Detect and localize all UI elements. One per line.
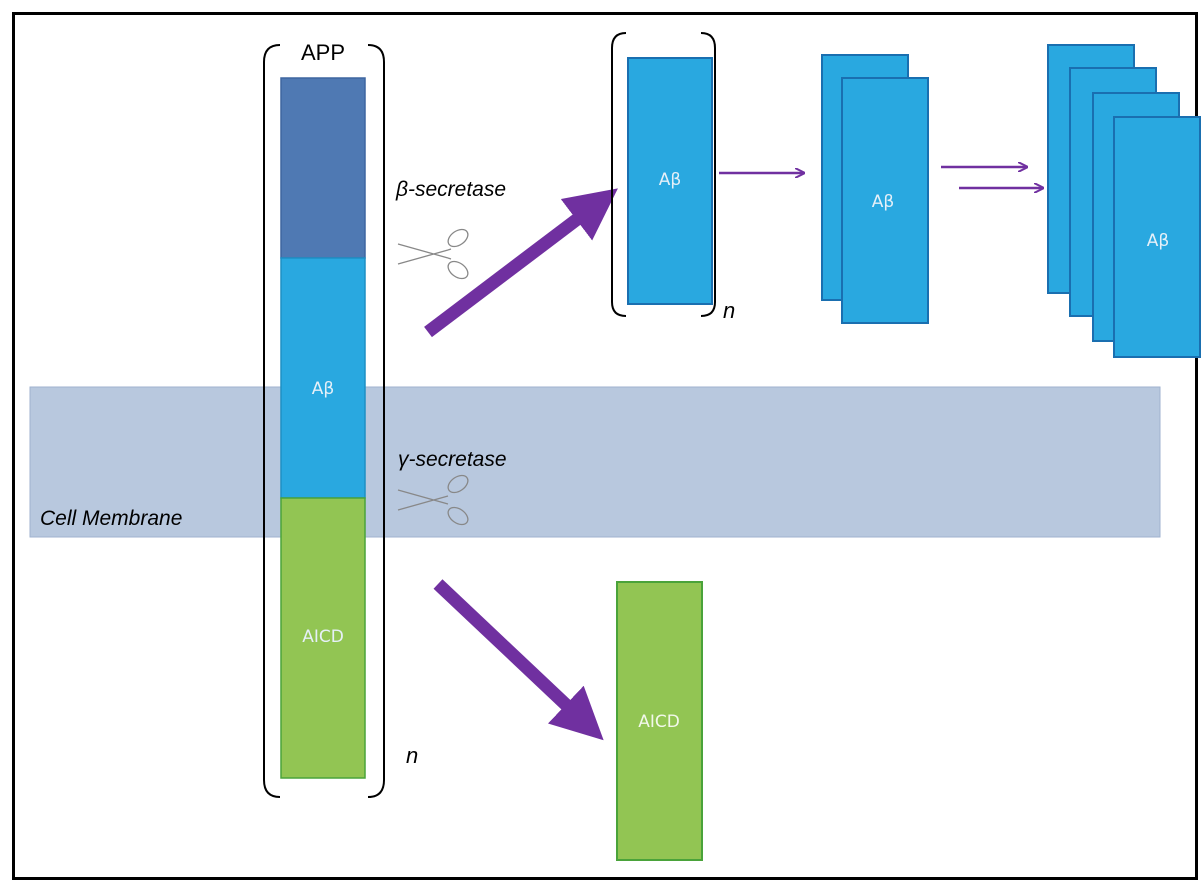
aicd-product-label: AICD [638,712,680,732]
aicd-product [616,581,703,861]
cell-membrane-label: Cell Membrane [40,507,182,530]
monomer-abeta-label: Aβ [659,170,681,190]
gamma-scissors-icon [397,474,469,526]
gamma-secretase-label: γ-secretase [398,448,507,471]
beta-scissors-icon [397,228,469,280]
app-label: APP [301,40,345,65]
monomer-n-label: n [723,298,735,323]
app-abeta-domain [280,257,366,499]
beta-cleavage-arrow [424,188,618,338]
oligomer-abeta-label: Aβ [1147,231,1169,251]
abeta-oligomer-4 [1113,116,1201,358]
app-abeta-label: Aβ [312,379,334,399]
cell-membrane-band [29,386,1161,538]
monomer-left-bracket [611,32,627,317]
app-n-label: n [406,743,418,768]
gamma-cleavage-arrow [433,579,604,741]
app-right-bracket [367,44,385,798]
app-left-bracket [263,44,281,798]
app-top-domain [280,77,366,259]
app-aicd-domain [280,497,366,779]
beta-secretase-label: β-secretase [395,178,506,201]
monomer-right-bracket [700,32,716,317]
dimer-abeta-label: Aβ [872,192,894,212]
app-aicd-label: AICD [302,627,344,647]
abeta-monomer [627,57,713,305]
abeta-dimer-front [841,77,929,324]
